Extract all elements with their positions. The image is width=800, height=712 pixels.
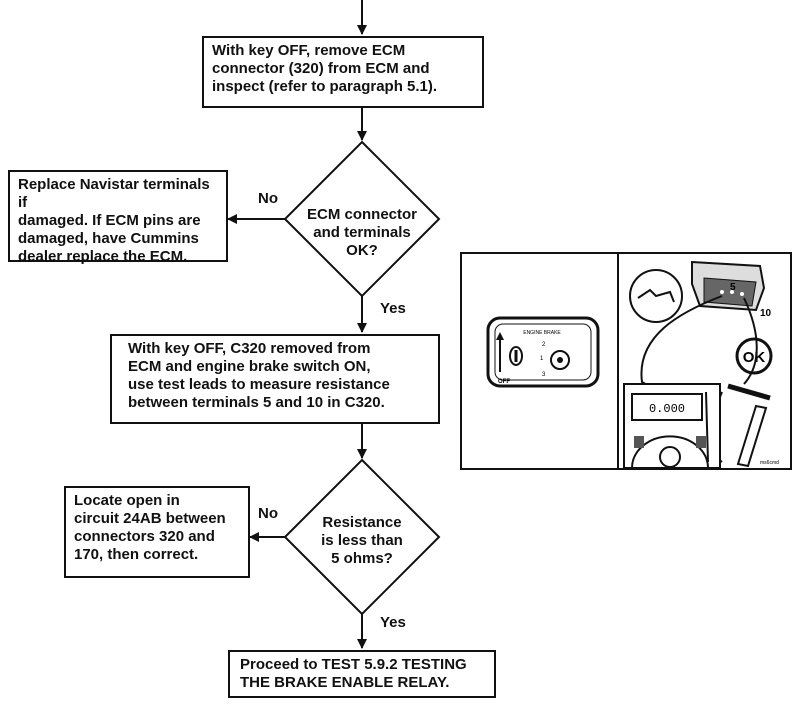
label-no-2: No xyxy=(258,505,278,522)
svg-text:ENGINE BRAKE: ENGINE BRAKE xyxy=(523,330,561,336)
step-measure-resistance: With key OFF, C320 removed from ECM and … xyxy=(110,334,440,424)
svg-text:3: 3 xyxy=(542,372,546,378)
svg-text:2: 2 xyxy=(542,342,546,348)
label-yes-2: Yes xyxy=(380,614,406,631)
multimeter: 0.000 xyxy=(623,383,721,469)
svg-text:5: 5 xyxy=(730,282,736,293)
test-setup-illustration: ENGINE BRAKE 2 1 3 OFF 5 10 OK 0.000 xyxy=(460,252,792,470)
svg-text:10: 10 xyxy=(760,308,772,319)
decision-connector-ok-text: ECM connector and terminals OK? xyxy=(306,206,417,259)
step-replace-terminals: Replace Navistar terminals if damaged. I… xyxy=(8,170,228,265)
step-locate-open: Locate open in circuit 24AB between conn… xyxy=(64,486,250,578)
svg-text:1: 1 xyxy=(540,356,544,362)
svg-text:ms6cmd: ms6cmd xyxy=(760,460,779,466)
label-yes-1: Yes xyxy=(380,300,406,317)
label-no-1: No xyxy=(258,190,278,207)
brake-switch-panel: ENGINE BRAKE 2 1 3 OFF xyxy=(486,316,600,388)
step-remove-connector: With key OFF, remove ECM connector (320)… xyxy=(202,36,484,108)
step-proceed: Proceed to TEST 5.9.2 TESTING THE BRAKE … xyxy=(228,650,496,698)
svg-text:OK: OK xyxy=(743,349,766,366)
svg-text:0.000: 0.000 xyxy=(649,402,685,416)
decision-resistance-text: Resistance is less than 5 ohms? xyxy=(321,514,403,567)
svg-text:OFF: OFF xyxy=(498,379,510,385)
